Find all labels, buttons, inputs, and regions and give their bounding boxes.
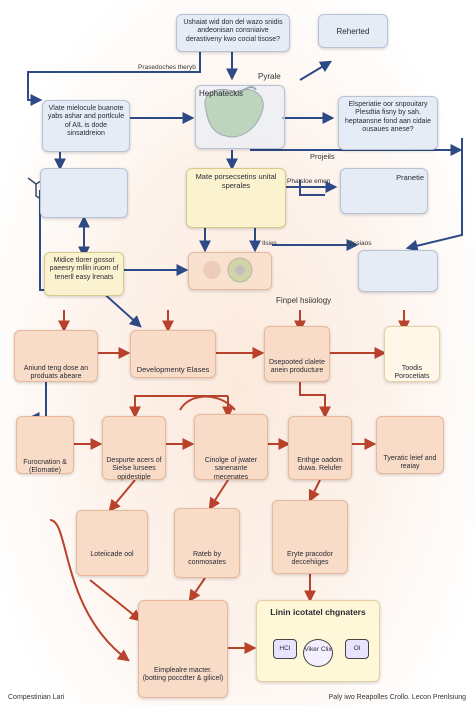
node-elsperiatie: Elsperiatie oor snpouitary Plesdtia fisn… (338, 96, 438, 150)
node-mate: Mate porsecsetins unital sperales (186, 168, 286, 228)
edge-desp-lete (108, 479, 136, 512)
edge-mid-branch-left (129, 395, 228, 419)
node-pranetie-label: Pranetie (396, 173, 424, 182)
footer-left: Compestinian Lari (8, 694, 65, 701)
node-organelles (358, 250, 438, 292)
tiny-label-b: Ilsies (262, 240, 277, 247)
node-tyeratic-label: Tyeratic leief and reaiay (383, 455, 437, 471)
node-furocnation-label: Furocnation & (Elomatie) (23, 459, 67, 475)
edge-lete-eimp (89, 579, 142, 622)
node-dsepooted: Dsepooted clalete anein producture (264, 326, 330, 382)
linin-right-box: Ol (345, 639, 369, 659)
node-midice-label: Midice tlorer gossot paeesry rnllin iruo… (49, 257, 119, 281)
node-despurte-label: Despurte acers of Sielse lursees opidest… (106, 457, 162, 481)
node-loteiicade: Loteiicade ool (76, 510, 148, 576)
node-vlate: Vlate mielocule buanote yabs ashar and p… (42, 100, 130, 152)
edge-elsp-loop (405, 138, 463, 252)
node-despurte: Despurte acers of Sielse lursees opidest… (102, 416, 166, 481)
node-cinolge: Cinolge of jwater sanenante mecenates (194, 414, 268, 481)
node-aniund: Aniund teng dose an produats abeare (14, 330, 98, 382)
node-rateb-label: Rateb by conmosates (188, 551, 226, 567)
node-linin-label: Linin icotatel chgnaters (270, 607, 366, 617)
edge-aniund-to-furo (27, 380, 47, 424)
node-projeils-label: Projeils (310, 152, 335, 161)
title-text: Ushaiat wid don del wazo snidis andeonis… (183, 19, 283, 43)
node-eimplealre-label: Eimplealre macter. (botting poccdter & g… (142, 667, 224, 683)
node-reherted: Reherted (318, 14, 388, 48)
node-linin: Linin icotatel chgnaters HCI Viker Clix … (256, 600, 380, 682)
node-cinolge-label: Cinolge of jwater sanenante mecenates (204, 457, 258, 481)
node-hephateckis-label: Hephateckis (199, 89, 244, 98)
linin-left-box: HCI (273, 639, 297, 659)
edge-dsep-enth (299, 380, 331, 419)
node-tyeratic: Tyeratic leief and reaiay (376, 416, 444, 474)
node-dsepooted-label: Dsepooted clalete anein producture (268, 359, 326, 375)
linin-center-circle: Viker Clix (303, 639, 333, 667)
edge-title-to-vlate (27, 50, 201, 106)
node-finpel-label: Finpel hsiiology (276, 296, 332, 305)
node-enthge: Enthge oadom duwa. Relufer (288, 416, 352, 480)
node-eimplealre: Eimplealre macter. (botting poccdter & g… (138, 600, 228, 698)
node-enthge-label: Enthge oadom duwa. Relufer (297, 457, 343, 473)
node-rateb: Rateb by conmosates (174, 508, 240, 578)
node-midice: Midice tlorer gossot paeesry rnllin iruo… (44, 252, 124, 296)
node-furocnation: Furocnation & (Elomatie) (16, 416, 74, 474)
node-developmenty-label: Developmenty Elases (136, 365, 210, 374)
node-pranetie: Pranetie (340, 168, 428, 214)
edge-pyrale-to-reherted (299, 60, 333, 81)
edge-rate-eimp (188, 577, 206, 602)
node-elsperiatie-label: Elsperiatie oor snpouitary Plesdtia fisn… (344, 101, 432, 134)
node-reherted-label: Reherted (336, 27, 370, 36)
node-vlate-label: Vlate mielocule buanote yabs ashar and p… (47, 105, 125, 138)
tiny-label-a: Phatsloe emen (287, 178, 331, 185)
tiny-label-pp: Prasedoches theryb (138, 64, 196, 71)
node-developmenty: Developmenty Elases (130, 330, 216, 378)
node-eryte: Eryte pracodor deccehiiges (272, 500, 348, 574)
node-eryte-label: Eryte pracodor deccehiiges (287, 551, 333, 567)
node-aniund-label: Aniund teng dose an produats abeare (23, 365, 89, 381)
node-toods-label: Toodis Porocetiats (394, 365, 430, 381)
tiny-label-c: Ossiaos (348, 240, 372, 247)
node-green-cells (188, 252, 272, 290)
node-loteiicade-label: Loteiicade ool (90, 551, 134, 558)
node-cell-molecule (40, 168, 128, 218)
node-pyrale-label: Pyrale (258, 72, 281, 81)
node-toods: Toodis Porocetiats (384, 326, 440, 382)
edge-cin-rate (208, 479, 229, 511)
edge-enth-eryte (308, 479, 321, 503)
node-mate-label: Mate porsecsetins unital sperales (195, 172, 277, 190)
footer-right: Paly iwo Reapolles Crollo. Lecon Prenlsi… (328, 694, 466, 701)
title-node: Ushaiat wid don del wazo snidis andeonis… (176, 14, 290, 52)
node-hephateckis: Hephateckis (195, 85, 285, 149)
